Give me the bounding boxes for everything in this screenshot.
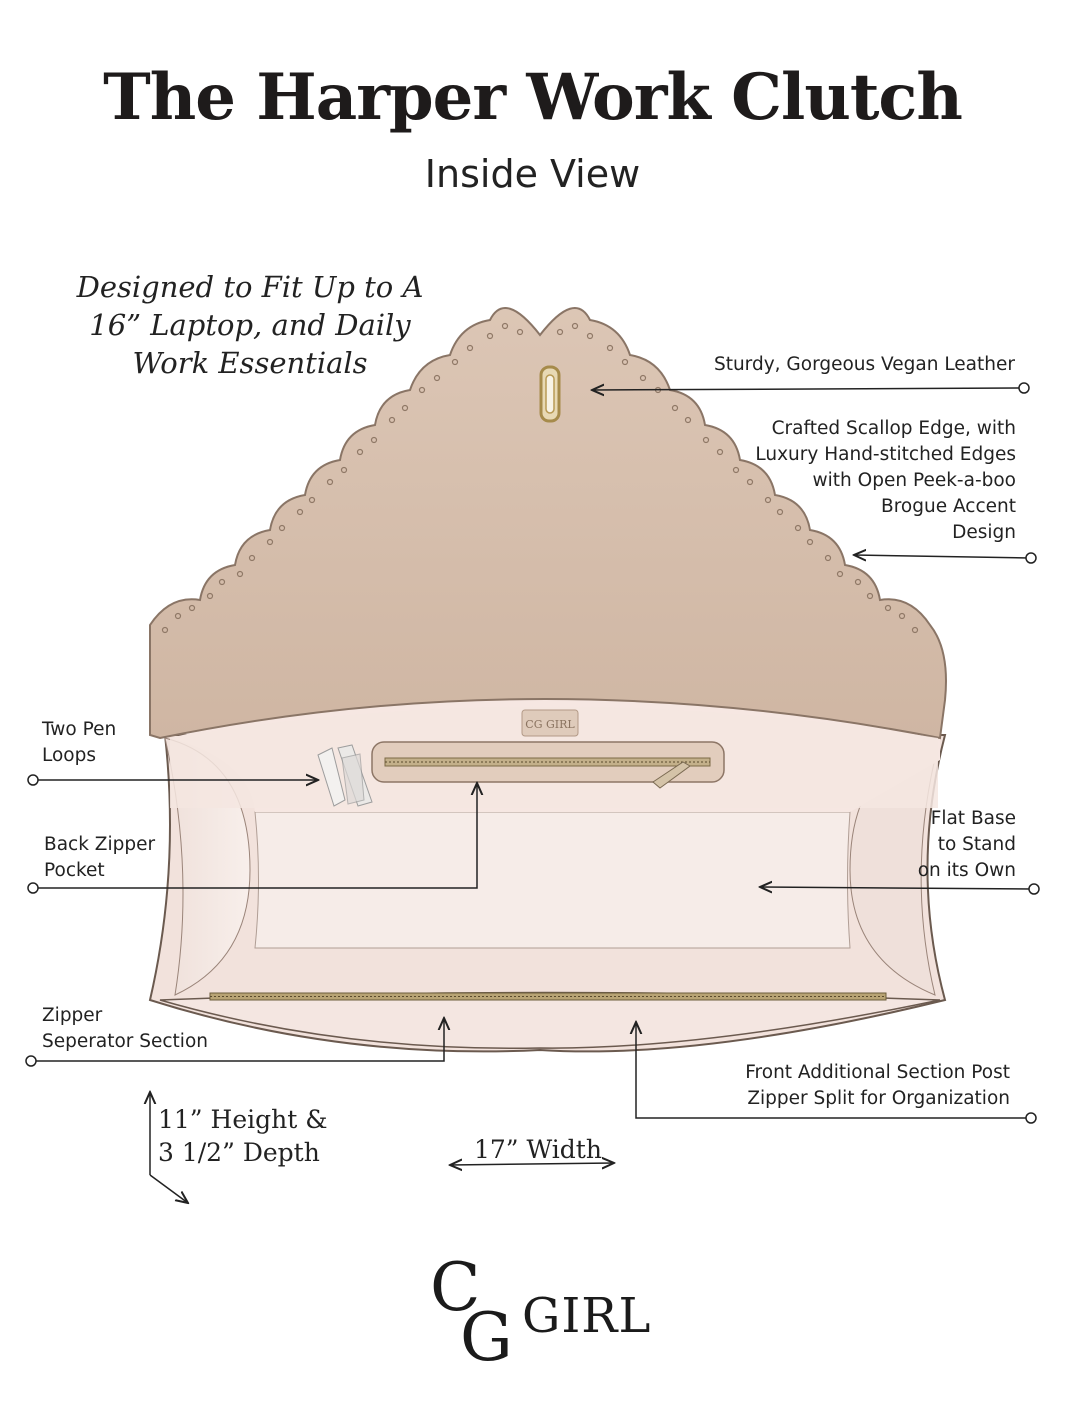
leader-lines [32,388,1033,1203]
brand-tag [521,709,579,737]
callout-scallop-edge: Crafted Scallop Edge, with Luxury Hand-s… [755,418,1016,543]
tagline: Designed to Fit Up to A 16” Laptop, and … [76,270,424,380]
callout-endpoints [25,382,1040,1124]
dimension-width: 17” Width [474,1135,602,1164]
callout-pen-loops: Two Pen Loops [42,719,117,766]
logo-monogram-graphic: C G [430,1249,513,1376]
callout-back-zipper: Back Zipper Pocket [44,834,156,881]
page-subtitle: Inside View [424,152,641,196]
flat-base-panel [254,811,851,949]
pen-loops [317,744,373,807]
svg-text:CG GIRL: CG GIRL [525,718,575,731]
brand-logo: C G GIRL [430,1248,652,1376]
zipper-pull [652,761,691,789]
page-title: The Harper Work Clutch [103,60,963,135]
callout-front-section: Front Additional Section Post Zipper Spl… [745,1062,1010,1109]
brogue-dots [161,322,919,634]
logo-monogram-g: G [460,1299,513,1368]
logo-monogram-c: C [430,1249,481,1326]
callout-vegan-leather: Sturdy, Gorgeous Vegan Leather [713,354,1015,375]
logo-wordmark: GIRL [522,1288,652,1344]
scallop-flap [149,307,947,740]
callout-zipper-separator: Zipper Seperator Section [42,1005,208,1052]
dimension-height-depth: 11” Height & 3 1/2” Depth [158,1105,328,1167]
callout-flat-base: Flat Base to Stand on its Own [917,808,1016,881]
